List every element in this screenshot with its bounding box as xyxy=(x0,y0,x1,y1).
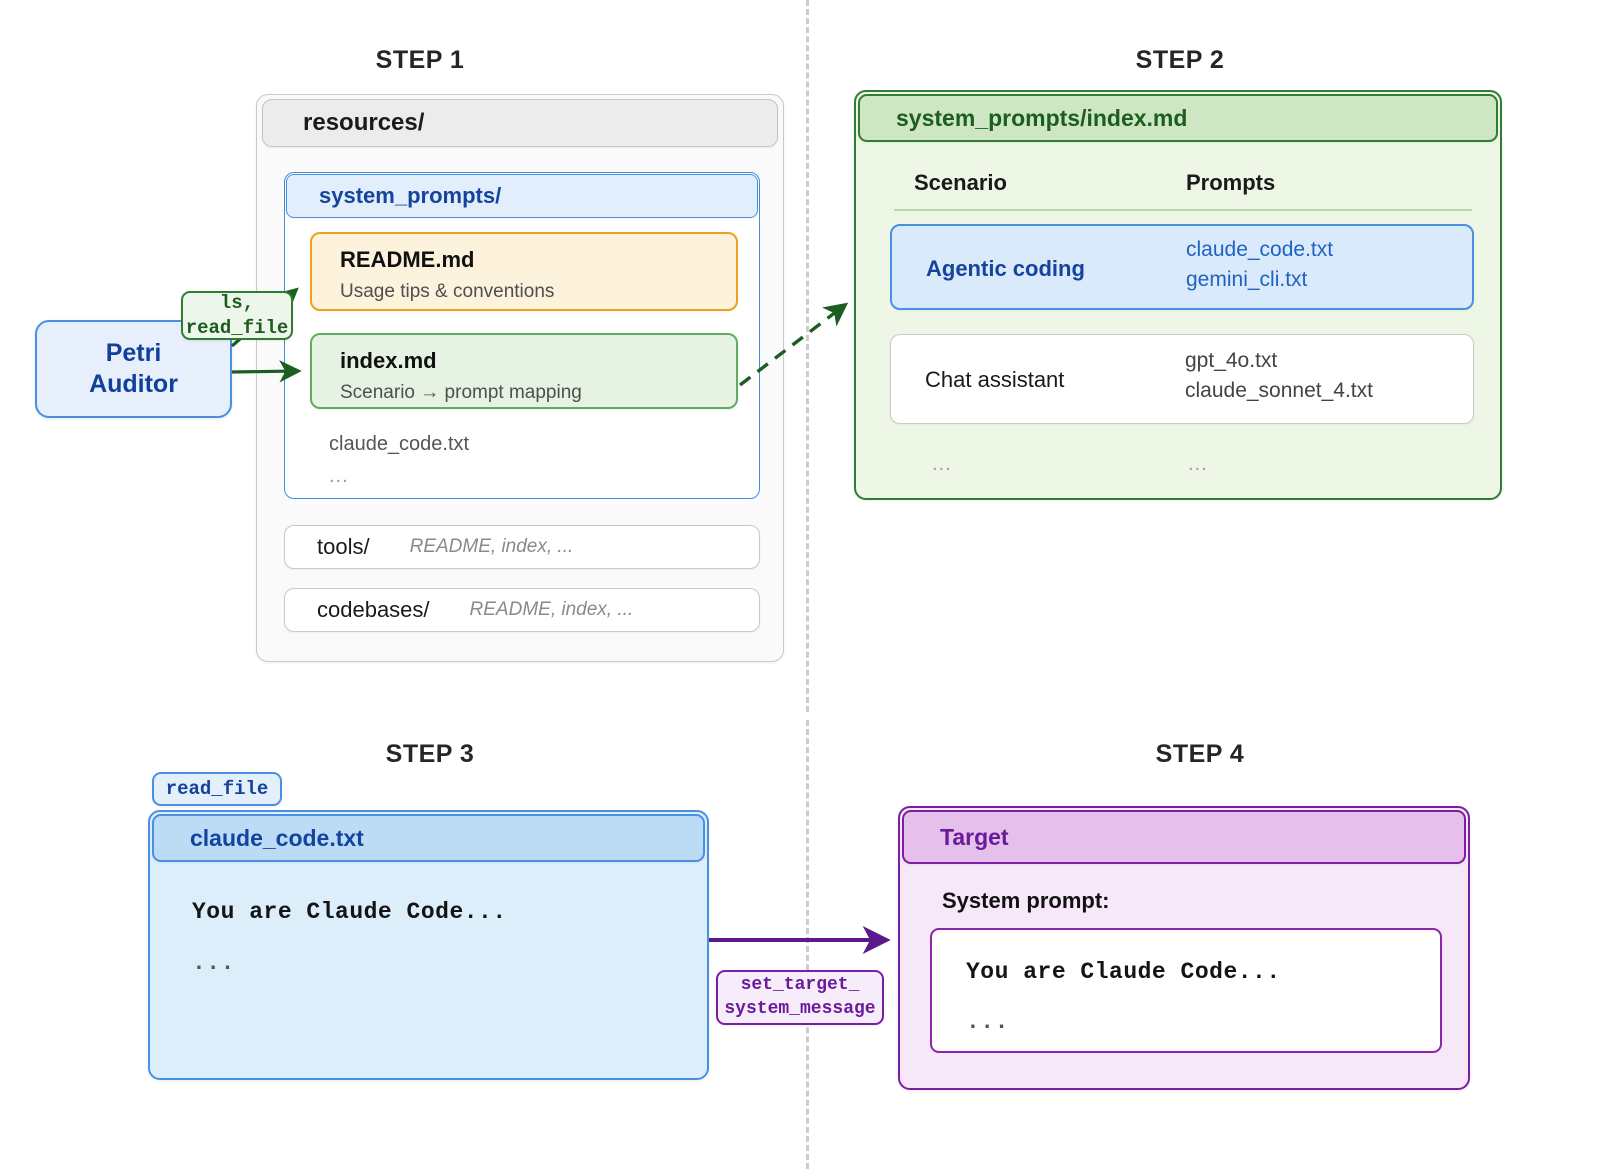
file-list-ellipsis: ... xyxy=(329,465,349,487)
system-prompt-label: System prompt: xyxy=(942,888,1110,913)
file-card-indexmd-title: index.md xyxy=(340,348,437,373)
table-cell-prompts: claude_code.txt gemini_cli.txt xyxy=(1186,235,1333,296)
resources-dir-header[interactable]: resources/ xyxy=(262,99,778,147)
system-prompt-line2: ... xyxy=(966,1009,1009,1035)
petri-auditor-node[interactable]: Petri Auditor xyxy=(35,320,232,418)
table-column-header-prompts: Prompts xyxy=(1186,170,1276,195)
prompt-file-gemini-cli: gemini_cli.txt xyxy=(1186,268,1308,292)
tool-call-read-file-label: read_file xyxy=(185,316,289,339)
tool-call-set-target-line1: set_target_ xyxy=(740,975,860,996)
table-column-header-scenario: Scenario xyxy=(914,170,1007,195)
step-4-title: STEP 4 xyxy=(1155,740,1245,768)
subdir-row-codebases[interactable]: codebases/ README, index, ... xyxy=(284,588,760,632)
claude-code-txt-header[interactable]: claude_code.txt xyxy=(152,814,705,862)
subdir-tools-hint: README, index, ... xyxy=(409,536,574,557)
file-card-readme[interactable]: README.md Usage tips & conventions xyxy=(310,232,738,311)
file-card-readme-title: README.md xyxy=(340,247,475,272)
tool-call-read-file-label: read_file xyxy=(165,777,269,800)
section-divider-bottom xyxy=(806,720,809,1169)
claude-code-txt-body-line1: You are Claude Code... xyxy=(192,899,507,925)
section-divider-top xyxy=(806,0,809,712)
prompt-file-gpt-4o: gpt_4o.txt xyxy=(1185,349,1278,372)
step-1-title: STEP 1 xyxy=(375,46,465,74)
table-row-ellipsis-scenario: ... xyxy=(932,453,952,475)
subdir-tools-name: tools/ xyxy=(317,534,370,559)
step-2-title: STEP 2 xyxy=(1135,46,1225,74)
table-row-chat-assistant[interactable]: Chat assistant gpt_4o.txt claude_sonnet_… xyxy=(890,334,1474,424)
resources-dir-label: resources/ xyxy=(303,109,425,136)
prompt-file-claude-sonnet-4: claude_sonnet_4.txt xyxy=(1185,379,1373,403)
tool-call-set-target-system-message[interactable]: set_target_ system_message xyxy=(716,970,884,1025)
table-header-rule xyxy=(894,209,1472,211)
table-cell-scenario: Chat assistant xyxy=(925,367,1065,392)
file-card-indexmd-description: Scenario → prompt mapping xyxy=(340,381,582,403)
claude-code-txt-body-line2: ... xyxy=(192,950,235,976)
tool-call-read-file[interactable]: read_file xyxy=(152,772,282,806)
table-cell-scenario: Agentic coding xyxy=(926,256,1085,281)
index-md-panel-header[interactable]: system_prompts/index.md xyxy=(858,94,1498,142)
table-row-agentic-coding[interactable]: Agentic coding claude_code.txt gemini_cl… xyxy=(890,224,1474,310)
subdir-codebases-hint: README, index, ... xyxy=(469,599,634,620)
target-panel-title: Target xyxy=(940,823,1009,850)
table-cell-prompts: gpt_4o.txt claude_sonnet_4.txt xyxy=(1185,346,1373,407)
petri-auditor-label-line2: Auditor xyxy=(89,370,178,398)
system-prompt-line1: You are Claude Code... xyxy=(966,959,1281,985)
index-md-panel-title: system_prompts/index.md xyxy=(896,104,1188,131)
file-card-readme-description: Usage tips & conventions xyxy=(340,280,555,302)
claude-code-txt-title: claude_code.txt xyxy=(190,824,364,851)
tool-call-set-target-line2: system_message xyxy=(724,998,876,1019)
subdir-codebases-name: codebases/ xyxy=(317,597,430,622)
system-prompt-content-box[interactable]: You are Claude Code... ... xyxy=(930,928,1442,1053)
file-card-indexmd[interactable]: index.md Scenario → prompt mapping xyxy=(310,333,738,409)
prompt-file-claude-code: claude_code.txt xyxy=(1186,238,1334,261)
step-3-title: STEP 3 xyxy=(385,740,475,768)
tool-call-ls-label: ls, xyxy=(219,291,255,314)
subdir-row-tools[interactable]: tools/ README, index, ... xyxy=(284,525,760,569)
table-row-ellipsis-prompts: ... xyxy=(1188,453,1208,475)
target-panel-header[interactable]: Target xyxy=(902,810,1466,864)
petri-auditor-label-line1: Petri xyxy=(105,338,162,367)
system-prompts-dir-label: system_prompts/ xyxy=(319,183,502,208)
system-prompts-dir-header[interactable]: system_prompts/ xyxy=(286,174,758,218)
file-claude-code-txt[interactable]: claude_code.txt xyxy=(329,433,470,455)
tool-call-ls-read-file[interactable]: ls, read_file xyxy=(181,291,293,340)
